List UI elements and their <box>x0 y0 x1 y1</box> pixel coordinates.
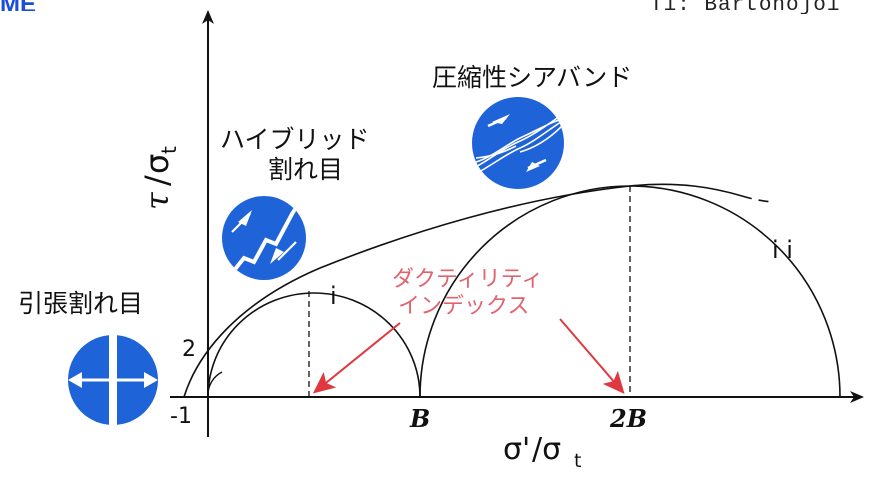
svg-text:σ': σ' <box>503 432 530 467</box>
mohr-circle-i <box>207 292 421 398</box>
svg-text:/σ: /σ <box>532 432 561 467</box>
ductility-index-label-line1: ダクティリティ <box>392 267 543 292</box>
shear-band-label: 圧縮性シアバンド <box>432 63 632 92</box>
svg-text:σ: σ <box>138 154 176 174</box>
tensile-fracture-label: 引張割れ目 <box>18 289 143 318</box>
tick-minus-one: -1 <box>170 404 192 429</box>
circle-i-label: i <box>330 282 337 310</box>
hybrid-fracture-icon <box>222 196 306 280</box>
svg-text:/: / <box>138 175 176 186</box>
failure-envelope-curve <box>183 183 743 398</box>
shear-band-icon <box>472 97 564 189</box>
hybrid-fracture-label-line1: ハイブリッド <box>220 125 370 154</box>
corner-text-right: Ti: Bartonojoi <box>650 0 841 14</box>
corner-text-left: ME <box>0 0 36 11</box>
ductility-index-label-line2: インデックス <box>398 294 529 319</box>
hybrid-fracture-label-line2: 割れ目 <box>268 155 343 184</box>
ductility-arrow-right <box>559 318 625 395</box>
svg-text:τ: τ <box>138 191 176 210</box>
circle-ii-label: i i <box>772 236 793 264</box>
x-axis-label: σ' /σ t <box>503 432 581 472</box>
tick-two-b: 2B <box>609 404 647 433</box>
tensile-fracture-icon <box>68 333 158 427</box>
svg-text:t: t <box>574 450 581 472</box>
ductility-arrow-left <box>312 322 401 394</box>
tick-b: B <box>409 404 430 433</box>
y-axis-label: τ / σ t <box>138 146 181 210</box>
failure-envelope-dashed-extension <box>741 195 773 203</box>
svg-text:t: t <box>157 146 181 154</box>
tick-two: 2 <box>182 337 196 362</box>
